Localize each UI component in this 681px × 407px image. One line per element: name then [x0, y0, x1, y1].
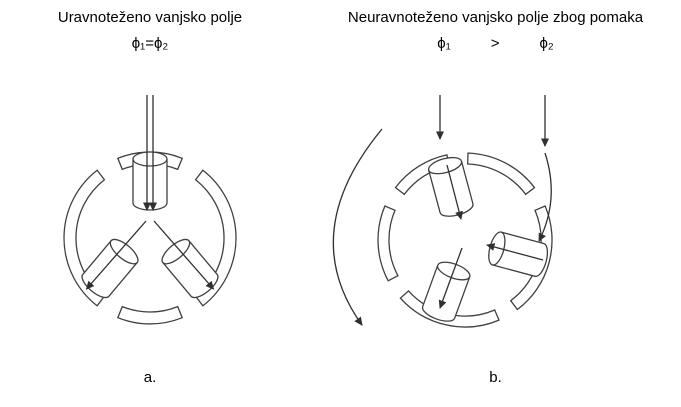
flux-arrow-right-coil [486, 243, 544, 261]
rotation-arrow [332, 128, 383, 326]
coil-cylinder-top [132, 151, 168, 211]
balanced-field-figure [63, 95, 237, 325]
flux-arrow-bottom-left [85, 220, 147, 290]
panel-balanced-field: Uravnoteženo vanjsko polje ϕ₁=ϕ₂ [0, 0, 300, 387]
stator-ring-segment-right [194, 169, 237, 307]
field-curve-right [538, 152, 552, 242]
panel-balanced-caption: a. [143, 369, 157, 386]
flux-arrow-top-coil [446, 164, 463, 220]
panel-unbalanced-caption: b. [489, 369, 502, 386]
phi2-label: ϕ₂ [539, 35, 554, 52]
panel-balanced-title: Uravnoteženo vanjsko polje [57, 9, 243, 26]
panel-unbalanced-formula: ϕ₁ > ϕ₂ [437, 33, 553, 55]
phi1-label: ϕ₁ [437, 35, 451, 52]
panel-balanced-formula: ϕ₁=ϕ₂ [131, 35, 169, 52]
stator-ring-segment-top-right [467, 152, 536, 196]
greater-than-sign: > [490, 35, 500, 52]
unbalanced-field-figure [332, 95, 553, 328]
stator-ring-segment-bottom [116, 305, 184, 325]
stator-ring-segment-left [63, 169, 106, 307]
panel-unbalanced-field: Neuravnoteženo vanjsko polje zbog pomaka… [310, 0, 681, 387]
stator-ring-segment-left [377, 205, 399, 282]
panel-unbalanced-title: Neuravnoteženo vanjsko polje zbog pomaka [347, 9, 644, 26]
flux-arrow-bottom-coil [438, 247, 463, 309]
flux-arrow-bottom-right [153, 220, 215, 290]
stator-ring-segment-right [509, 205, 553, 311]
